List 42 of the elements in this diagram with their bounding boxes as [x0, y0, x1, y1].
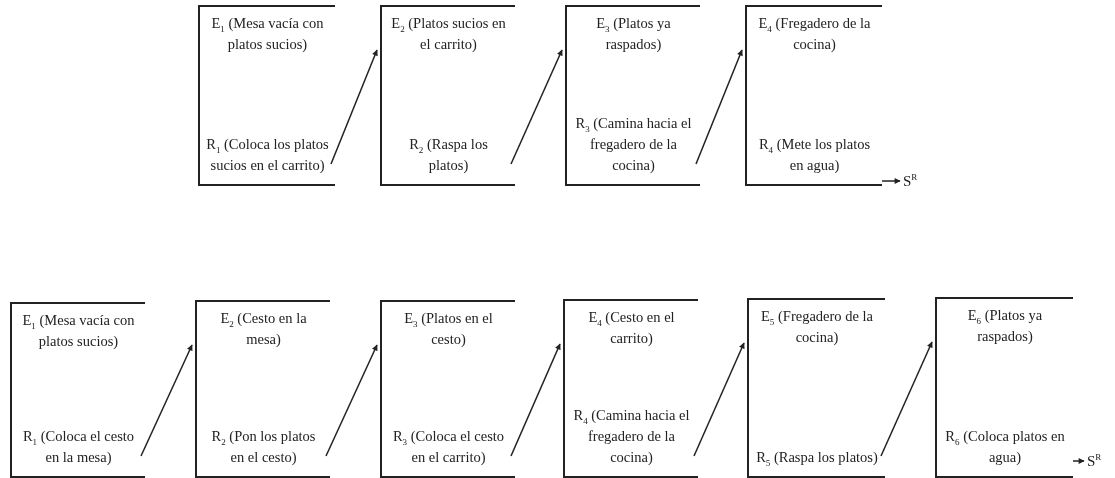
- response-text: R$_{1}$ (Coloca los platos sucios en el carrito): [206, 135, 329, 175]
- step-box: [380, 5, 515, 186]
- arrow: [330, 49, 378, 165]
- arrow: [880, 341, 933, 457]
- stimulus-text: E$_{4}$ (Cesto en el carrito): [587, 308, 676, 348]
- stimulus-text: E$_{3}$ (Platos ya raspados): [595, 14, 672, 54]
- response-text: R$_{3}$ (Camina hacia el fregadero de la cocina): [574, 114, 693, 175]
- step-box: [380, 300, 515, 478]
- step-box: [198, 5, 335, 186]
- stimulus-text: E$_{2}$ (Platos sucios en el carrito): [390, 14, 507, 54]
- step-box: [10, 302, 145, 478]
- arrow: [325, 344, 378, 457]
- stimulus-text: E$_{6}$ (Platos ya raspados): [966, 306, 1044, 346]
- step-box: [565, 5, 700, 186]
- arrow: [510, 49, 563, 165]
- arrow: [881, 178, 901, 184]
- arrow: [693, 342, 745, 457]
- response-text: R$_{4}$ (Camina hacia el fregadero de la cocina): [572, 406, 691, 467]
- step-box: [935, 297, 1073, 478]
- response-text: R$_{4}$ (Mete los platos en agua): [757, 135, 872, 175]
- stimulus-text: E$_{3}$ (Platos en el cesto): [403, 309, 494, 349]
- step-box: [745, 5, 882, 186]
- arrow: [1072, 458, 1085, 464]
- stimulus-text: E$_{2}$ (Cesto en la mesa): [219, 309, 308, 349]
- response-text: R$_{5}$ (Raspa los platos): [756, 448, 878, 468]
- step-box: [563, 299, 698, 478]
- response-text: R$_{3}$ (Coloca el cesto en el carrito): [391, 427, 506, 467]
- response-text: R$_{1}$ (Coloca el cesto en la mesa): [21, 427, 136, 467]
- response-text: R$_{2}$ (Raspa los platos): [408, 135, 489, 175]
- step-box: [747, 298, 885, 478]
- stimulus-text: E$_{5}$ (Fregadero de la cocina): [760, 307, 874, 347]
- arrow: [510, 343, 561, 457]
- stimulus-text: E$_{4}$ (Fregadero de la cocina): [757, 14, 872, 54]
- reinforcer-label: S$^{R}$: [1087, 452, 1102, 470]
- response-text: R$_{2}$ (Pon los platos en el cesto): [210, 427, 317, 467]
- response-text: R$_{6}$ (Coloca platos en agua): [944, 427, 1066, 467]
- stimulus-text: E$_{1}$ (Mesa vacía con platos sucios): [210, 14, 325, 54]
- arrow: [140, 344, 193, 457]
- arrow: [695, 49, 743, 165]
- stimulus-text: E$_{1}$ (Mesa vacía con platos sucios): [21, 311, 136, 351]
- step-box: [195, 300, 330, 478]
- reinforcer-label: S$^{R}$: [903, 172, 918, 190]
